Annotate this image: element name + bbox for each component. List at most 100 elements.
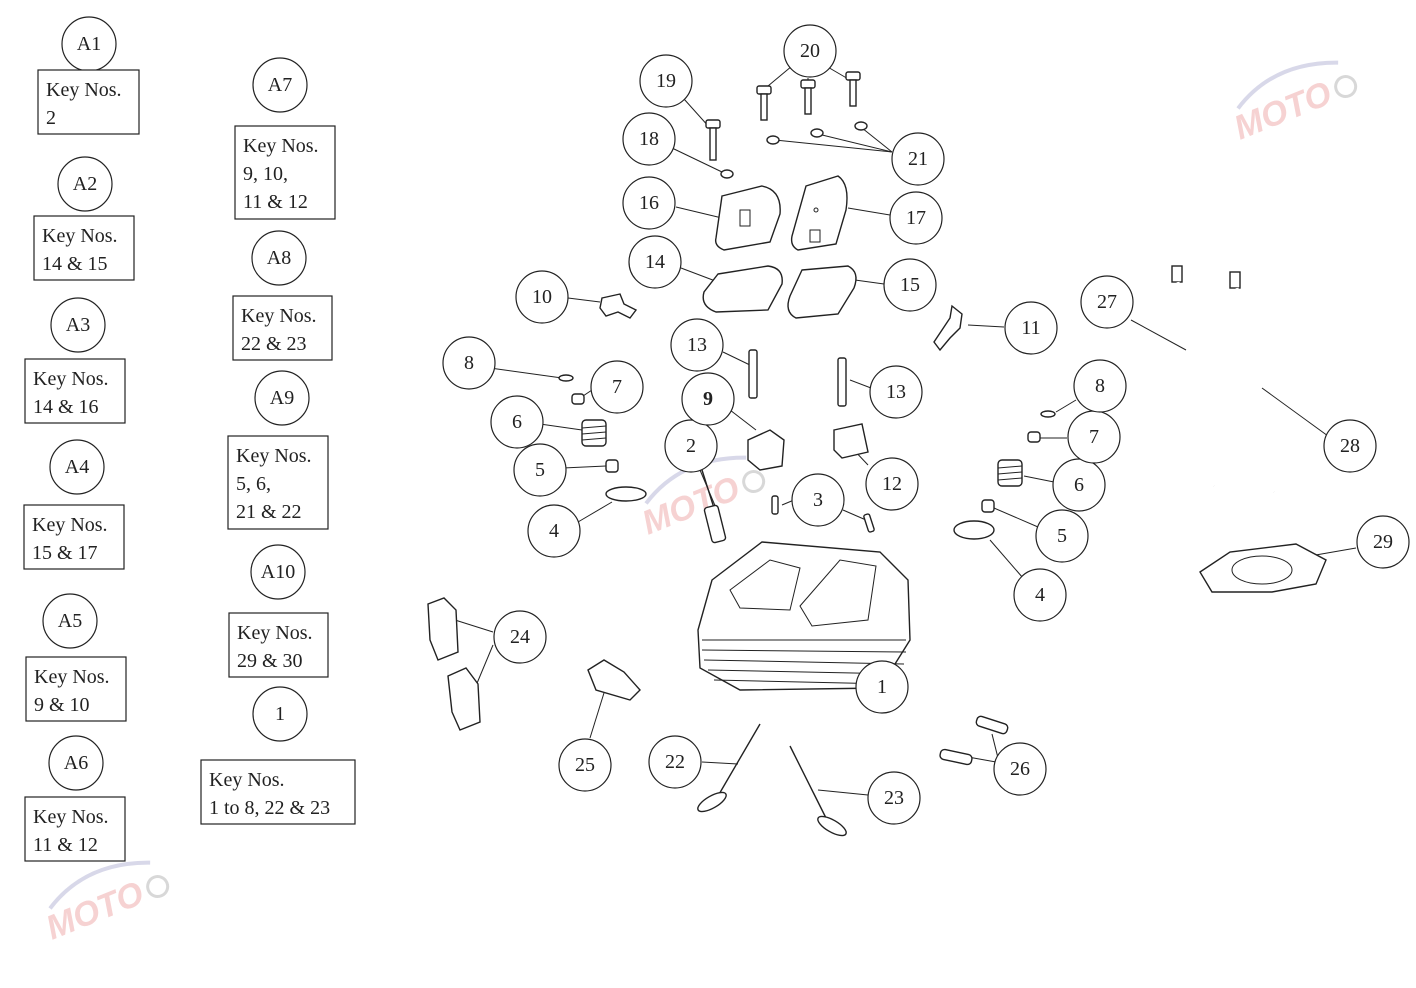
callout-circle bbox=[889, 191, 943, 245]
callout-15: 15 bbox=[883, 258, 937, 312]
kit-key-line: Key Nos. bbox=[236, 445, 312, 467]
callout-circle bbox=[1356, 515, 1410, 569]
part-26-pin-bottom bbox=[939, 748, 973, 766]
callout-11: 11 bbox=[1004, 301, 1058, 355]
part-13-stud-right bbox=[837, 357, 847, 407]
callout-18: 18 bbox=[622, 112, 676, 166]
callout-circle bbox=[891, 132, 945, 186]
kit-key-box bbox=[24, 358, 126, 424]
callout-7: 7 bbox=[1067, 410, 1121, 464]
kit-tag-label: A4 bbox=[65, 456, 89, 478]
callout-number: 9 bbox=[703, 388, 713, 410]
callout-circle bbox=[993, 742, 1047, 796]
callout-8: 8 bbox=[1073, 359, 1127, 413]
callout-circle bbox=[664, 419, 718, 473]
callout-circle bbox=[513, 443, 567, 497]
callout-2: 2 bbox=[664, 419, 718, 473]
kit-key-box bbox=[37, 69, 140, 135]
kit-key-box bbox=[25, 656, 127, 722]
callout-number: 28 bbox=[1340, 435, 1360, 457]
callout-12: 12 bbox=[865, 457, 919, 511]
part-5-seal-right bbox=[981, 499, 995, 513]
callout-20: 20 bbox=[783, 24, 837, 78]
callout-number: 29 bbox=[1373, 531, 1393, 553]
part-15-gasket bbox=[787, 265, 857, 319]
kit-key-box bbox=[33, 215, 135, 281]
callout-circle bbox=[639, 54, 693, 108]
callout-21: 21 bbox=[891, 132, 945, 186]
kit-key-line: 2 bbox=[46, 107, 56, 129]
kit-key-line: 11 & 12 bbox=[33, 834, 98, 856]
callout-circle bbox=[1323, 419, 1377, 473]
svg-text:MOTO: MOTO bbox=[1229, 74, 1337, 147]
callout-circle bbox=[670, 318, 724, 372]
part-12-support bbox=[833, 423, 869, 459]
kit-tag-label: 1 bbox=[275, 703, 285, 725]
callout-number: 2 bbox=[686, 435, 696, 457]
kit-tag-circle bbox=[42, 593, 98, 649]
callout-number: 22 bbox=[665, 751, 685, 773]
callout-number: 13 bbox=[687, 334, 707, 356]
callout-circle bbox=[1080, 275, 1134, 329]
part-2-spark-plug bbox=[701, 469, 727, 544]
part-24-guides bbox=[427, 597, 481, 731]
kit-key-line: Key Nos. bbox=[34, 666, 110, 688]
parts-artwork bbox=[427, 71, 1327, 837]
kit-key-line: 9, 10, bbox=[243, 163, 288, 185]
svg-text:MOTO: MOTO bbox=[637, 469, 745, 542]
kit-key-line: 14 & 15 bbox=[42, 253, 108, 275]
callout-circle bbox=[628, 235, 682, 289]
kit-key-line: Key Nos. bbox=[33, 806, 109, 828]
callout-number: 7 bbox=[1089, 426, 1099, 448]
callout-number: 3 bbox=[813, 489, 823, 511]
callout-1: 1 bbox=[855, 660, 909, 714]
callout-number: 5 bbox=[1057, 525, 1067, 547]
watermark-logo-bottom-left: MOTO bbox=[41, 860, 170, 947]
callout-29: 29 bbox=[1356, 515, 1410, 569]
kit-tag-label: A6 bbox=[64, 752, 88, 774]
callout-24: 24 bbox=[493, 610, 547, 664]
callout-6: 6 bbox=[1052, 458, 1106, 512]
callout-8: 8 bbox=[442, 336, 496, 390]
kit-key-box bbox=[24, 796, 126, 862]
part-27-pushrod bbox=[1171, 265, 1216, 487]
callout-number: 8 bbox=[464, 352, 474, 374]
kit-tag-label: A5 bbox=[58, 610, 82, 632]
part-5-seal-left bbox=[605, 459, 619, 473]
part-4-washer-right bbox=[953, 520, 995, 540]
part-3-dowel-left bbox=[771, 495, 779, 515]
callout-number: 25 bbox=[575, 754, 595, 776]
callout-4: 4 bbox=[527, 504, 581, 558]
callout-7: 7 bbox=[590, 360, 644, 414]
part-1-cylinder-head bbox=[697, 541, 911, 691]
callout-number: 4 bbox=[549, 520, 559, 542]
kit-key-line: Key Nos. bbox=[33, 368, 109, 390]
part-18-washer bbox=[720, 169, 734, 179]
callout-circle bbox=[622, 176, 676, 230]
callout-circle bbox=[681, 372, 735, 426]
kit-tag-label: A3 bbox=[66, 314, 90, 336]
kit-key-line: Key Nos. bbox=[243, 135, 319, 157]
kit-tag-label: A7 bbox=[268, 74, 292, 96]
callout-13: 13 bbox=[869, 365, 923, 419]
callout-26: 26 bbox=[993, 742, 1047, 796]
kit-tag-label: A10 bbox=[261, 561, 295, 583]
callout-circle bbox=[622, 112, 676, 166]
callout-number: 19 bbox=[656, 70, 676, 92]
callout-number: 21 bbox=[908, 148, 928, 170]
kit-key-box bbox=[200, 759, 356, 825]
callout-5: 5 bbox=[1035, 509, 1089, 563]
callout-number: 11 bbox=[1021, 317, 1040, 339]
part-22-valve bbox=[697, 723, 761, 813]
kit-tag-circle bbox=[49, 439, 105, 495]
kit-key-line: 1 to 8, 22 & 23 bbox=[209, 797, 330, 819]
